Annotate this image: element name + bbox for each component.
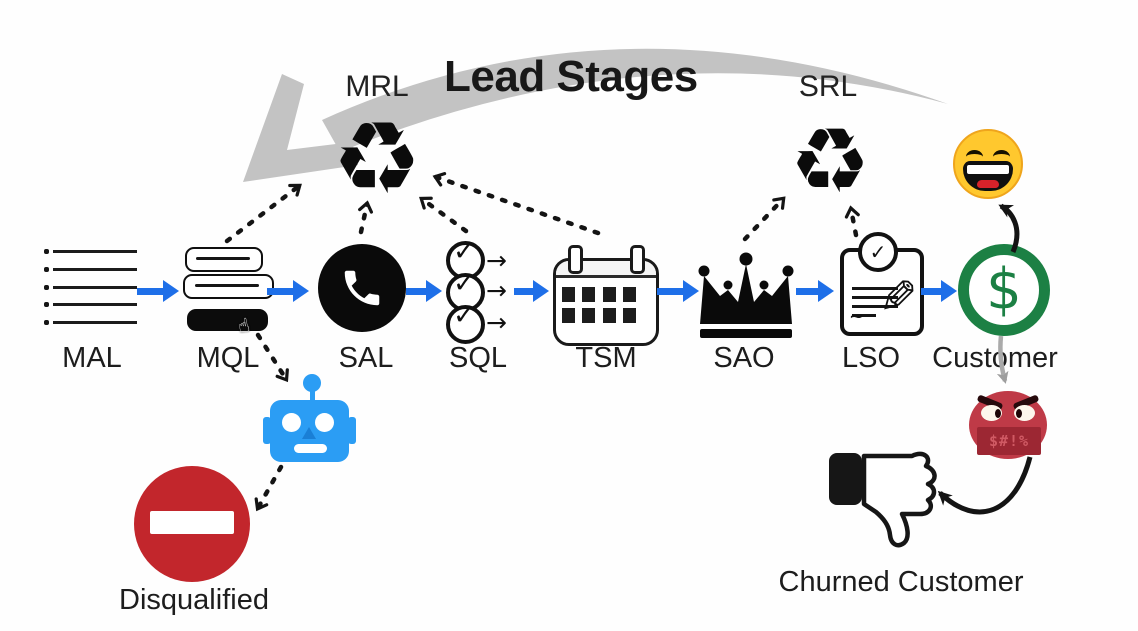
flow-arrow-sao-lso <box>796 280 834 302</box>
mini-arrow-icon: → <box>486 276 507 305</box>
thumbs-down-icon <box>829 451 937 548</box>
flow-arrow-sal-sql <box>406 280 442 302</box>
selected-field <box>187 309 268 331</box>
happy-emoji-icon <box>953 129 1023 199</box>
srl-label: SRL <box>798 70 858 103</box>
calendar-icon <box>553 245 659 346</box>
flow-arrow-lso-customer <box>921 280 957 302</box>
dashed-arrow-tsm-mrl <box>432 172 601 236</box>
stage-lso-label: LSO <box>841 342 901 374</box>
mini-arrow-icon: → <box>486 308 507 337</box>
phone-icon <box>318 244 406 332</box>
mini-arrow-icon: → <box>486 246 507 275</box>
stage-customer-label: Customer <box>932 342 1058 374</box>
stage-mal-label: MAL <box>62 342 122 374</box>
check-circle-icon: ✓ <box>858 232 898 272</box>
stage-sql-label: SQL <box>448 342 508 374</box>
pencil-icon: ✎ <box>879 270 918 324</box>
robot-mouth <box>294 444 327 453</box>
signature-squiggle: ~ <box>849 306 865 327</box>
srl-recycle-icon: ♻ <box>789 109 871 214</box>
churned-customer-label: Churned Customer <box>778 566 1024 598</box>
crown-icon <box>698 252 794 338</box>
dashed-arrow-robot-disqualified <box>254 464 284 512</box>
signed-contract-icon: ✓ ~ ✎ <box>835 230 930 340</box>
page-title: Lead Stages <box>444 52 698 101</box>
robot-nose <box>302 427 316 439</box>
stage-tsm-label: TSM <box>575 342 637 374</box>
dashed-arrow-mql-mrl <box>224 183 302 244</box>
stage-mql-label: MQL <box>196 342 260 374</box>
flow-arrow-sql-tsm <box>514 280 549 302</box>
censored-swearing-text: $#!% <box>977 427 1041 455</box>
stage-sao-label: SAO <box>713 342 775 374</box>
flow-arrow-mql-sal <box>267 280 309 302</box>
flow-arrow-mal-mql <box>137 280 179 302</box>
mrl-label: MRL <box>345 70 409 103</box>
dollar-badge-icon: $ <box>958 244 1050 336</box>
mrl-recycle-icon: ♻ <box>332 100 422 217</box>
stage-sal-label: SAL <box>338 342 394 374</box>
flow-arrow-tsm-sao <box>657 280 699 302</box>
disqualified-label: Disqualified <box>119 584 269 616</box>
angry-emoji-icon: $#!% <box>969 391 1047 459</box>
